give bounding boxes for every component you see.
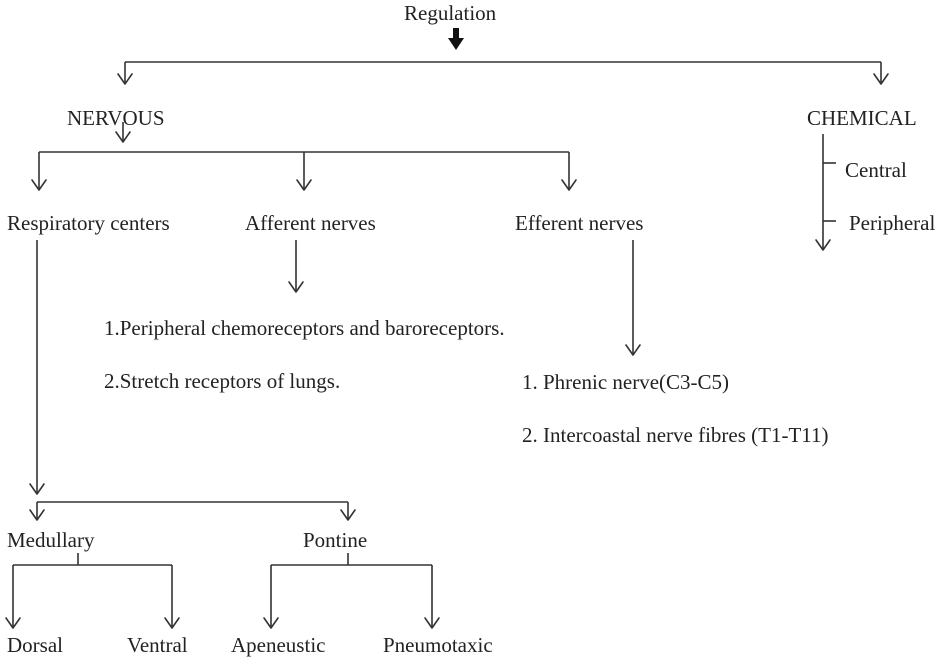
node-chemical: CHEMICAL <box>807 106 917 130</box>
node-central: Central <box>845 158 907 182</box>
node-nervous: NERVOUS <box>67 106 165 130</box>
afferent-item-2: 2.Stretch receptors of lungs. <box>104 369 340 393</box>
efferent-item-1: 1. Phrenic nerve(C3-C5) <box>522 370 729 394</box>
node-efferent-nerves: Efferent nerves <box>515 211 643 235</box>
node-medullary: Medullary <box>7 528 95 552</box>
connector-respiratory-split <box>29 501 356 521</box>
node-pontine: Pontine <box>303 528 367 552</box>
afferent-item-1: 1.Peripheral chemoreceptors and barorece… <box>104 316 505 340</box>
connector-pontine-split <box>263 553 440 629</box>
node-regulation: Regulation <box>404 1 497 25</box>
connector-regulation-split <box>117 61 889 85</box>
connector-efferent-down <box>625 240 641 356</box>
connector-respiratory-down <box>29 240 45 495</box>
node-apneustic: Apeneustic <box>231 633 325 657</box>
node-peripheral: Peripheral <box>849 211 935 235</box>
connector-medullary-split <box>5 553 180 629</box>
node-afferent-nerves: Afferent nerves <box>245 211 376 235</box>
node-ventral: Ventral <box>127 633 188 657</box>
root-block-arrow <box>448 28 464 50</box>
node-respiratory-centers: Respiratory centers <box>7 211 170 235</box>
connector-afferent-down <box>288 240 304 293</box>
node-dorsal: Dorsal <box>7 633 63 657</box>
connector-nervous-down <box>115 122 131 143</box>
node-pneumotaxic: Pneumotaxic <box>383 633 493 657</box>
connector-chemical-bracket <box>815 134 836 251</box>
connector-nervous-split <box>31 151 577 191</box>
efferent-item-2: 2. Intercoastal nerve fibres (T1-T11) <box>522 423 829 447</box>
